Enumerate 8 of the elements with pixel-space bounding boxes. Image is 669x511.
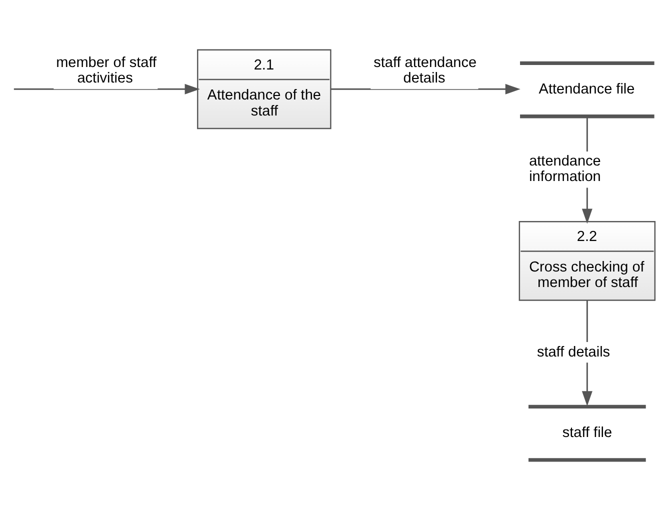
edge-label: staff attendance details: [374, 54, 477, 87]
edge-label: attendance information: [529, 153, 601, 186]
node-text: Attendance file: [538, 82, 635, 98]
edge-label: staff details: [536, 344, 610, 361]
edge-label: member of staff activities: [56, 54, 157, 87]
arrow: [331, 84, 520, 94]
node-text: staff file: [562, 425, 612, 442]
arrow: [14, 84, 200, 94]
